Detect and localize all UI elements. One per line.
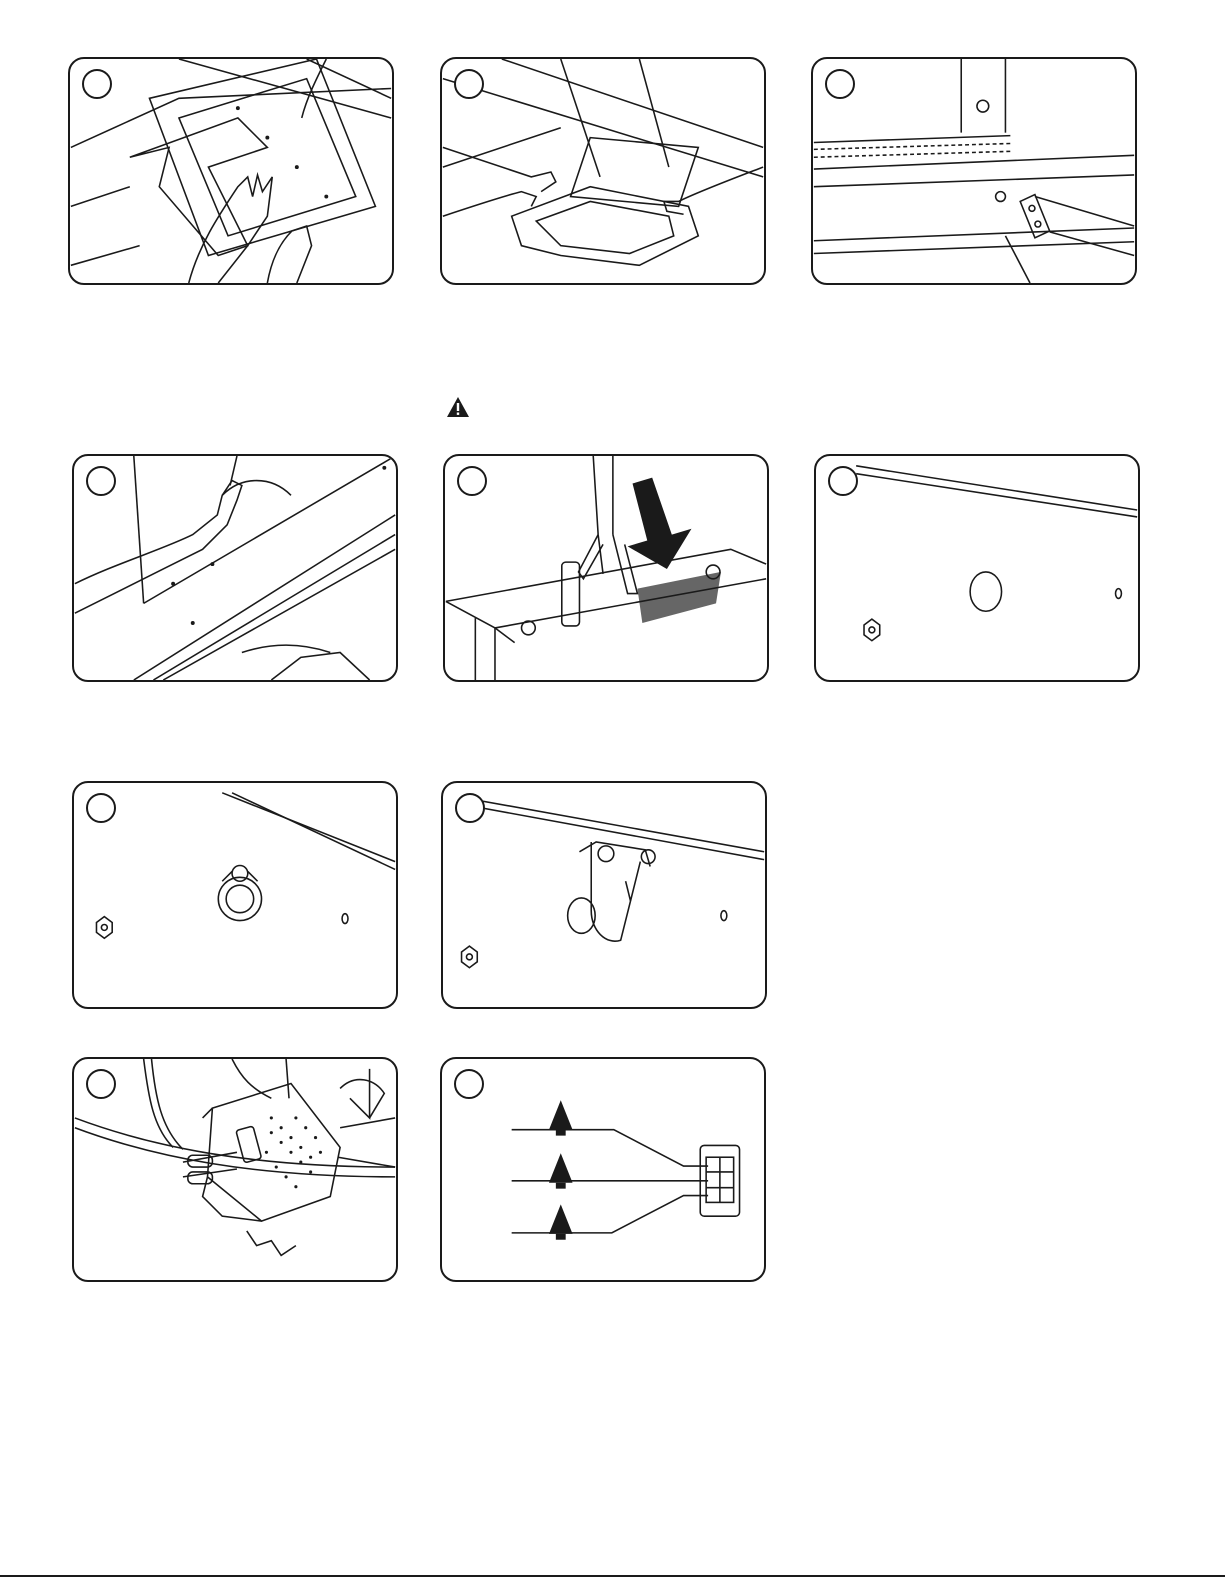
wiring-diagram [442, 1059, 764, 1280]
step-number-badge [86, 1069, 116, 1099]
wire-nut-icon [549, 1204, 573, 1233]
step-panel-2 [440, 57, 766, 285]
illustration-lifting-unit [70, 59, 392, 283]
step-panel-3 [811, 57, 1137, 285]
step-number-badge [457, 466, 487, 496]
illustration-pliers-bending-tab [445, 456, 767, 680]
step-panel-1 [68, 57, 394, 285]
wire-nut-icon [549, 1100, 573, 1129]
wire-nut-icon [549, 1153, 573, 1182]
step-number-badge [82, 69, 112, 99]
illustration-pulling-cable [74, 456, 396, 680]
step-panel-9 [72, 1057, 398, 1282]
illustration-cable-clamp-installed [74, 783, 396, 1007]
illustration-junction-box [74, 1059, 396, 1280]
illustration-installing-grille [442, 59, 764, 283]
step-panel-6 [814, 454, 1140, 682]
step-number-badge [454, 69, 484, 99]
illustration-cable-clamp-tightened [443, 783, 765, 1007]
step-panel-10 [440, 1057, 766, 1282]
step-number-badge [455, 793, 485, 823]
illustration-hanger-bracket [813, 59, 1135, 283]
step-number-badge [86, 466, 116, 496]
step-number-badge [86, 793, 116, 823]
step-panel-7 [72, 781, 398, 1009]
step-number-badge [454, 1069, 484, 1099]
step-number-badge [825, 69, 855, 99]
footer-rule [0, 1575, 1225, 1577]
step-panel-5 [443, 454, 769, 682]
illustration-knockout-plug [816, 456, 1138, 680]
step-number-badge [828, 466, 858, 496]
warning-triangle-icon [446, 396, 470, 418]
step-panel-8 [441, 781, 767, 1009]
step-panel-4 [72, 454, 398, 682]
